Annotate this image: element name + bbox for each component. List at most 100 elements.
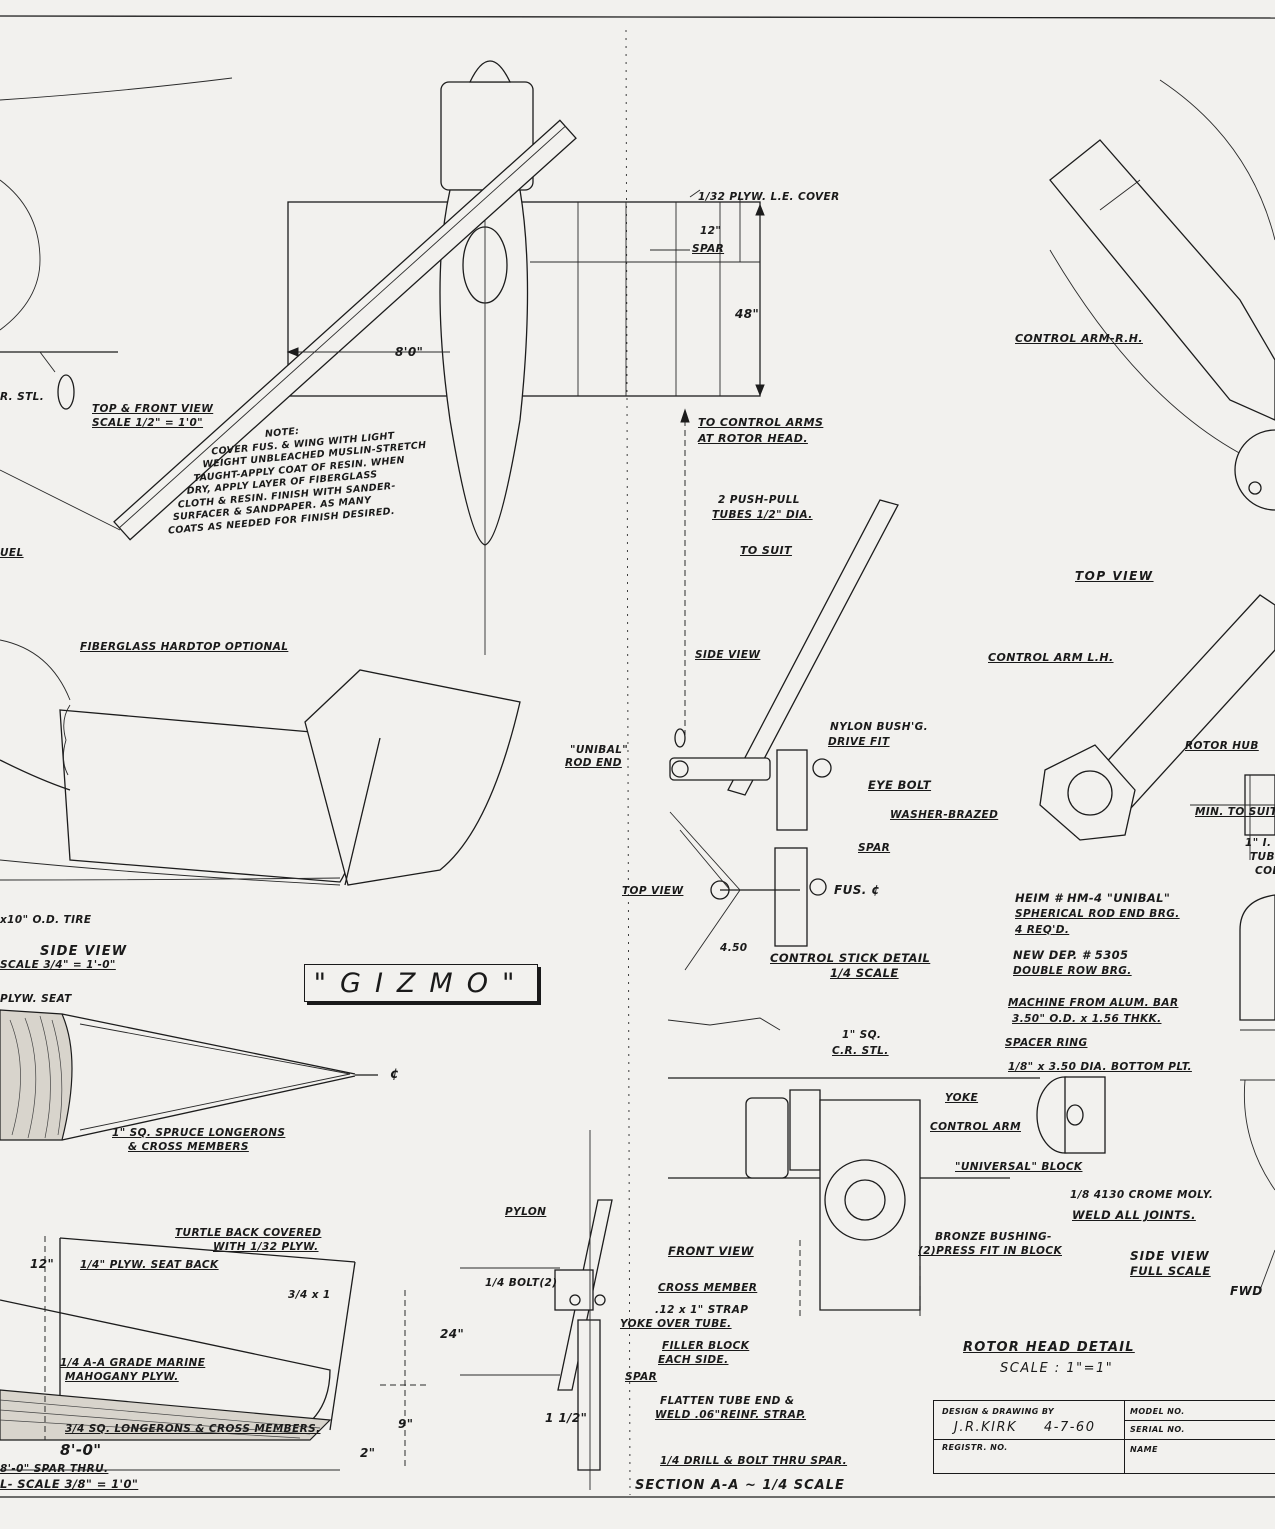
- top-front-view-title: TOP & FRONT VIEW: [92, 403, 214, 415]
- machine-label-1: MACHINE FROM ALUM. BAR: [1008, 997, 1179, 1009]
- top-front-view-scale: SCALE 1/2" = 1'0": [92, 417, 204, 429]
- pylon-label: PYLON: [505, 1206, 547, 1218]
- push-pull-label-1: 2 PUSH-PULL: [718, 494, 800, 506]
- designer-name: J.R.KIRK: [954, 1420, 1018, 1435]
- spruce-label-2: & CROSS MEMBERS: [128, 1141, 249, 1153]
- tube-label-1: 1" I.: [1245, 837, 1272, 849]
- side-view-drawing: [0, 639, 521, 886]
- heim-label-1: HEIM # HM-4 "UNIBAL": [1015, 891, 1171, 905]
- washer-label: WASHER-BRAZED: [890, 809, 999, 821]
- bolt-label: 1/4 BOLT(2): [485, 1277, 558, 1289]
- dim-8-0-label: 8'-0": [60, 1441, 102, 1459]
- nylon-label-1: NYLON BUSH'G.: [830, 721, 928, 733]
- cr-stl-label: R. STL.: [0, 391, 45, 403]
- min-suit-label: MIN. TO SUIT: [1195, 806, 1275, 818]
- turtle-label-1: TURTLE BACK COVERED: [175, 1227, 322, 1239]
- bronze-label-2: (2)PRESS FIT IN BLOCK: [918, 1245, 1062, 1257]
- dim-3-4-label: 3/4 x 1: [288, 1289, 331, 1301]
- dim-80-label: 8'0": [395, 345, 424, 359]
- flatten-label-2: WELD .06"REINF. STRAP.: [655, 1409, 807, 1421]
- control-stick-title: CONTROL STICK DETAIL: [770, 951, 931, 965]
- spar-label: SPAR: [692, 243, 725, 255]
- strap-label-2: YOKE OVER TUBE.: [620, 1318, 732, 1330]
- tube-label-2: TUB: [1250, 851, 1275, 863]
- spruce-label-1: 1" SQ. SPRUCE LONGERONS: [112, 1127, 286, 1139]
- control-rh-label: CONTROL ARM-R.H.: [1015, 332, 1143, 345]
- side-view-small-label: SIDE VIEW: [695, 649, 761, 661]
- unibal-label-2: ROD END: [565, 757, 622, 769]
- top-view-right-label: TOP VIEW: [1075, 569, 1154, 583]
- heim-label-2: SPHERICAL ROD END BRG.: [1015, 908, 1180, 920]
- control-arm-label: CONTROL ARM: [930, 1121, 1021, 1133]
- side-view-scale: SCALE 3/4" = 1'-0": [0, 959, 116, 971]
- strap-label-1: .12 x 1" STRAP: [655, 1304, 749, 1316]
- eye-bolt-label: EYE BOLT: [868, 778, 932, 792]
- machine-label-2: 3.50" O.D. x 1.56 THKK.: [1012, 1013, 1162, 1025]
- sheet-fold-line: [625, 29, 631, 1496]
- to-suit-label: TO SUIT: [740, 544, 792, 557]
- spar-label-3: SPAR: [625, 1371, 658, 1383]
- side-view-title: SIDE VIEW: [40, 944, 128, 959]
- model-label: MODEL NO.: [1130, 1407, 1185, 1416]
- drill-label: 1/4 DRILL & BOLT THRU SPAR.: [660, 1455, 848, 1467]
- marine-label-2: MAHOGANY PLYW.: [65, 1371, 179, 1383]
- to-control-arms-label-1: TO CONTROL ARMS: [698, 416, 824, 429]
- fus-cl-label: FUS. ¢: [834, 883, 881, 897]
- section-title: SECTION A-A ~ 1/4 SCALE: [635, 1478, 845, 1493]
- title-block-rule: [1124, 1420, 1275, 1421]
- project-title: "GIZMO": [304, 964, 538, 1002]
- construction-note: NOTE: COVER FUS. & WING WITH LIGHT WEIGH…: [160, 426, 470, 538]
- dim-12b-label: 12": [30, 1257, 55, 1271]
- turtle-label-2: WITH 1/32 PLYW.: [213, 1241, 319, 1253]
- control-stick-drawing: [669, 408, 899, 971]
- design-label: DESIGN & DRAWING BY: [942, 1407, 1055, 1416]
- filler-label-2: EACH SIDE.: [658, 1354, 729, 1366]
- rotor-head-title: ROTOR HEAD DETAIL: [963, 1340, 1135, 1355]
- rotor-hub-drawing: [1039, 79, 1275, 1291]
- side-full-title: SIDE VIEW: [1130, 1249, 1210, 1263]
- rotor-head-scale: SCALE : 1"=1": [1000, 1361, 1114, 1376]
- crome-label-2: WELD ALL JOINTS.: [1072, 1208, 1196, 1222]
- drawing-date: 4-7-60: [1044, 1420, 1096, 1435]
- wheel-label: UEL: [0, 547, 24, 559]
- le-cover-label: 1/32 PLYW. L.E. COVER: [698, 191, 840, 203]
- tire-label: x10" O.D. TIRE: [0, 914, 92, 926]
- plan-view-drawing: [0, 1009, 378, 1141]
- sq-label-1: 1" SQ.: [842, 1029, 882, 1041]
- spar-view-title: 8'-0" SPAR THRU.: [0, 1463, 109, 1475]
- dim-24-label: 24": [440, 1327, 465, 1341]
- dim-2-label: 2": [360, 1446, 376, 1460]
- push-pull-label-2: TUBES 1/2" DIA.: [712, 509, 813, 521]
- spar-view-scale: L- SCALE 3/8" = 1'0": [0, 1477, 139, 1491]
- fwd-label: FWD: [1230, 1284, 1263, 1298]
- dim-12-label: 12": [700, 225, 722, 237]
- cross-member-label: CROSS MEMBER: [658, 1282, 758, 1294]
- fiberglass-label: FIBERGLASS HARDTOP OPTIONAL: [80, 641, 289, 653]
- plyw-seat-label: PLYW. SEAT: [0, 993, 72, 1005]
- control-stick-scale: 1/4 SCALE: [830, 966, 899, 980]
- pylon-section-drawing: [460, 1130, 613, 1490]
- top-front-view-drawing: [0, 60, 765, 655]
- crome-label-1: 1/8 4130 CROME MOLY.: [1070, 1189, 1214, 1201]
- newdep-label-1: NEW DEP. # 5305: [1013, 948, 1129, 962]
- top-border-line: [0, 15, 1275, 19]
- unibal-label-1: "UNIBAL": [570, 744, 629, 756]
- bottom-plt-label: 1/8" x 3.50 DIA. BOTTOM PLT.: [1008, 1061, 1192, 1073]
- longerons-label: 3/4 SQ. LONGERONS & CROSS MEMBERS.: [65, 1423, 321, 1435]
- dim-1-half-label: 1 1/2": [545, 1411, 588, 1425]
- spacer-label: SPACER RING: [1005, 1037, 1088, 1049]
- regist-label: REGISTR. NO.: [942, 1443, 1008, 1452]
- centerline-mark: ¢: [390, 1067, 400, 1082]
- front-view-label: FRONT VIEW: [668, 1244, 754, 1258]
- serial-label: SERIAL NO.: [1130, 1425, 1185, 1434]
- rotor-hub-label: ROTOR HUB: [1185, 740, 1259, 752]
- flatten-label-1: FLATTEN TUBE END &: [660, 1395, 795, 1407]
- control-lh-label: CONTROL ARM L.H.: [988, 651, 1114, 664]
- to-control-arms-label-2: AT ROTOR HEAD.: [698, 432, 808, 445]
- sq-label-2: C.R. STL.: [832, 1045, 889, 1057]
- universal-label: "UNIVERSAL" BLOCK: [955, 1161, 1083, 1173]
- seat-profile-drawing: [0, 1236, 430, 1471]
- newdep-label-2: DOUBLE ROW BRG.: [1013, 965, 1132, 977]
- dim-450-label: 4.50: [720, 942, 748, 954]
